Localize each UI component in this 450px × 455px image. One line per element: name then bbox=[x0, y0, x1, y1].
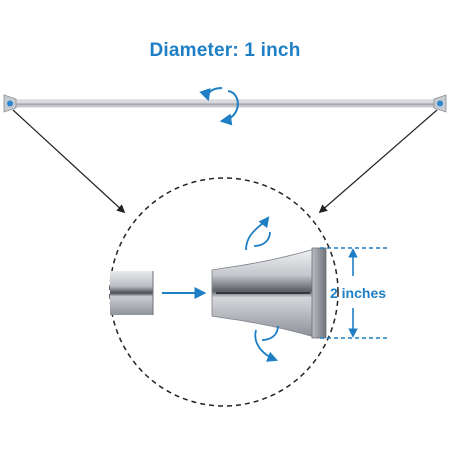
rotate-arrows-icon bbox=[254, 325, 279, 362]
diameter-label: Diameter: 1 inch bbox=[149, 40, 301, 61]
rotate-arrows-icon bbox=[199, 87, 239, 126]
rod-tube-end bbox=[110, 271, 154, 315]
pointer-line-right bbox=[318, 109, 438, 214]
length-label: 2 inches bbox=[329, 285, 387, 301]
pointer-line-left bbox=[12, 109, 126, 214]
end-cap bbox=[211, 247, 327, 339]
dimension-marker bbox=[320, 247, 388, 339]
rotate-arrows-icon bbox=[245, 216, 271, 251]
zoom-circle bbox=[109, 177, 339, 407]
curtain-rod bbox=[3, 94, 447, 113]
